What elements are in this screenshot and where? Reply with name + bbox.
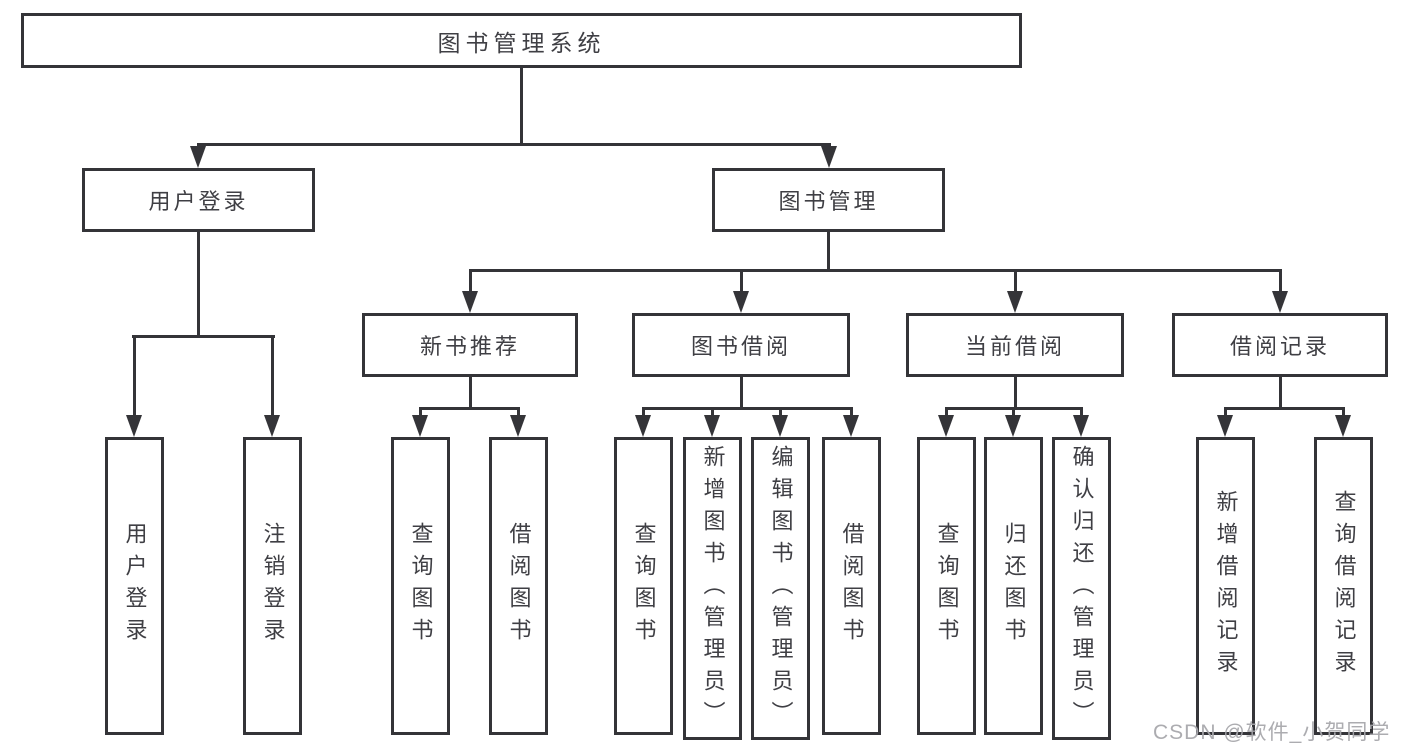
node-label: 当前借阅 [964,334,1065,359]
node-label: 借阅记录 [1229,334,1330,359]
node-new-book-recommend: 新书推荐 [362,313,578,377]
arrowhead-down-icon [462,291,478,313]
leaf-borrow-books-recommend: 借阅图书 [489,437,548,735]
leaf-add-books-admin: 新增图书（管理员） [683,437,742,740]
node-label: 图书借阅 [690,334,791,359]
connector-line [469,377,472,409]
node-label: 确认归还（管理员） [1069,444,1095,733]
connector-line [271,335,274,419]
leaf-query-books-recommend: 查询图书 [391,437,450,735]
node-book-borrow: 图书借阅 [632,313,850,377]
connector-line [197,232,200,337]
node-label: 新增图书（管理员） [700,444,726,733]
leaf-query-books-current: 查询图书 [917,437,976,735]
arrowhead-down-icon [704,415,720,437]
connector-line [1279,377,1282,409]
leaf-confirm-return-admin: 确认归还（管理员） [1052,437,1111,740]
node-label: 图书管理 [778,189,879,214]
connector-line [740,269,743,295]
arrowhead-down-icon [821,146,837,168]
connector-line [827,232,830,271]
arrowhead-down-icon [1272,291,1288,313]
connector-line [642,407,645,419]
arrowhead-down-icon [733,291,749,313]
node-label: 借阅图书 [506,522,532,650]
arrowhead-down-icon [1217,415,1233,437]
leaf-query-books-borrow: 查询图书 [614,437,673,735]
arrowhead-down-icon [264,415,280,437]
arrowhead-down-icon [1335,415,1351,437]
leaf-query-borrow-record: 查询借阅记录 [1314,437,1373,735]
connector-line [197,143,831,146]
connector-line [520,68,523,145]
connector-line [1014,269,1017,295]
node-label: 新增借阅记录 [1213,490,1239,682]
node-library-management-system: 图书管理系统 [21,13,1022,68]
connector-line [740,377,743,409]
leaf-borrow-books: 借阅图书 [822,437,881,735]
node-borrow-record: 借阅记录 [1172,313,1388,377]
connector-line [1224,407,1227,419]
node-label: 注销登录 [260,522,286,650]
connector-line [1012,407,1015,419]
node-label: 归还图书 [1001,522,1027,650]
connector-line [850,407,853,419]
node-label: 查询图书 [631,522,657,650]
leaf-logout: 注销登录 [243,437,302,735]
leaf-return-books: 归还图书 [984,437,1043,735]
leaf-add-borrow-record: 新增借阅记录 [1196,437,1255,735]
node-label: 用户登录 [122,522,148,650]
leaf-user-login: 用户登录 [105,437,164,735]
leaf-edit-books-admin: 编辑图书（管理员） [751,437,810,740]
connector-line [133,335,136,419]
connector-line [1080,407,1083,419]
connector-line [1279,269,1282,295]
connector-line [132,335,275,338]
node-label: 查询借阅记录 [1331,490,1357,682]
connector-line [1224,407,1344,410]
arrowhead-down-icon [635,415,651,437]
node-current-borrow: 当前借阅 [906,313,1124,377]
csdn-watermark: CSDN @软件_小贺同学 [1153,721,1391,744]
node-label: 新书推荐 [419,334,520,359]
arrowhead-down-icon [190,146,206,168]
arrowhead-down-icon [938,415,954,437]
node-label: 查询图书 [408,522,434,650]
connector-line [419,407,422,419]
connector-line [469,269,1282,272]
connector-line [469,269,472,295]
node-user-login: 用户登录 [82,168,315,232]
connector-line [642,407,852,410]
node-label: 用户登录 [148,189,249,214]
node-book-management: 图书管理 [712,168,945,232]
arrowhead-down-icon [126,415,142,437]
connector-line [1014,377,1017,409]
node-label: 借阅图书 [839,522,865,650]
connector-line [1342,407,1345,419]
arrowhead-down-icon [1073,415,1089,437]
arrowhead-down-icon [843,415,859,437]
node-label: 编辑图书（管理员） [768,444,794,733]
node-label: 查询图书 [934,522,960,650]
connector-line [779,407,782,419]
connector-line [711,407,714,419]
connector-line [517,407,520,419]
connector-line [945,407,948,419]
node-label: 图书管理系统 [437,29,606,56]
arrowhead-down-icon [1007,291,1023,313]
connector-line [419,407,520,410]
arrowhead-down-icon [510,415,526,437]
arrowhead-down-icon [1005,415,1021,437]
arrowhead-down-icon [412,415,428,437]
arrowhead-down-icon [772,415,788,437]
